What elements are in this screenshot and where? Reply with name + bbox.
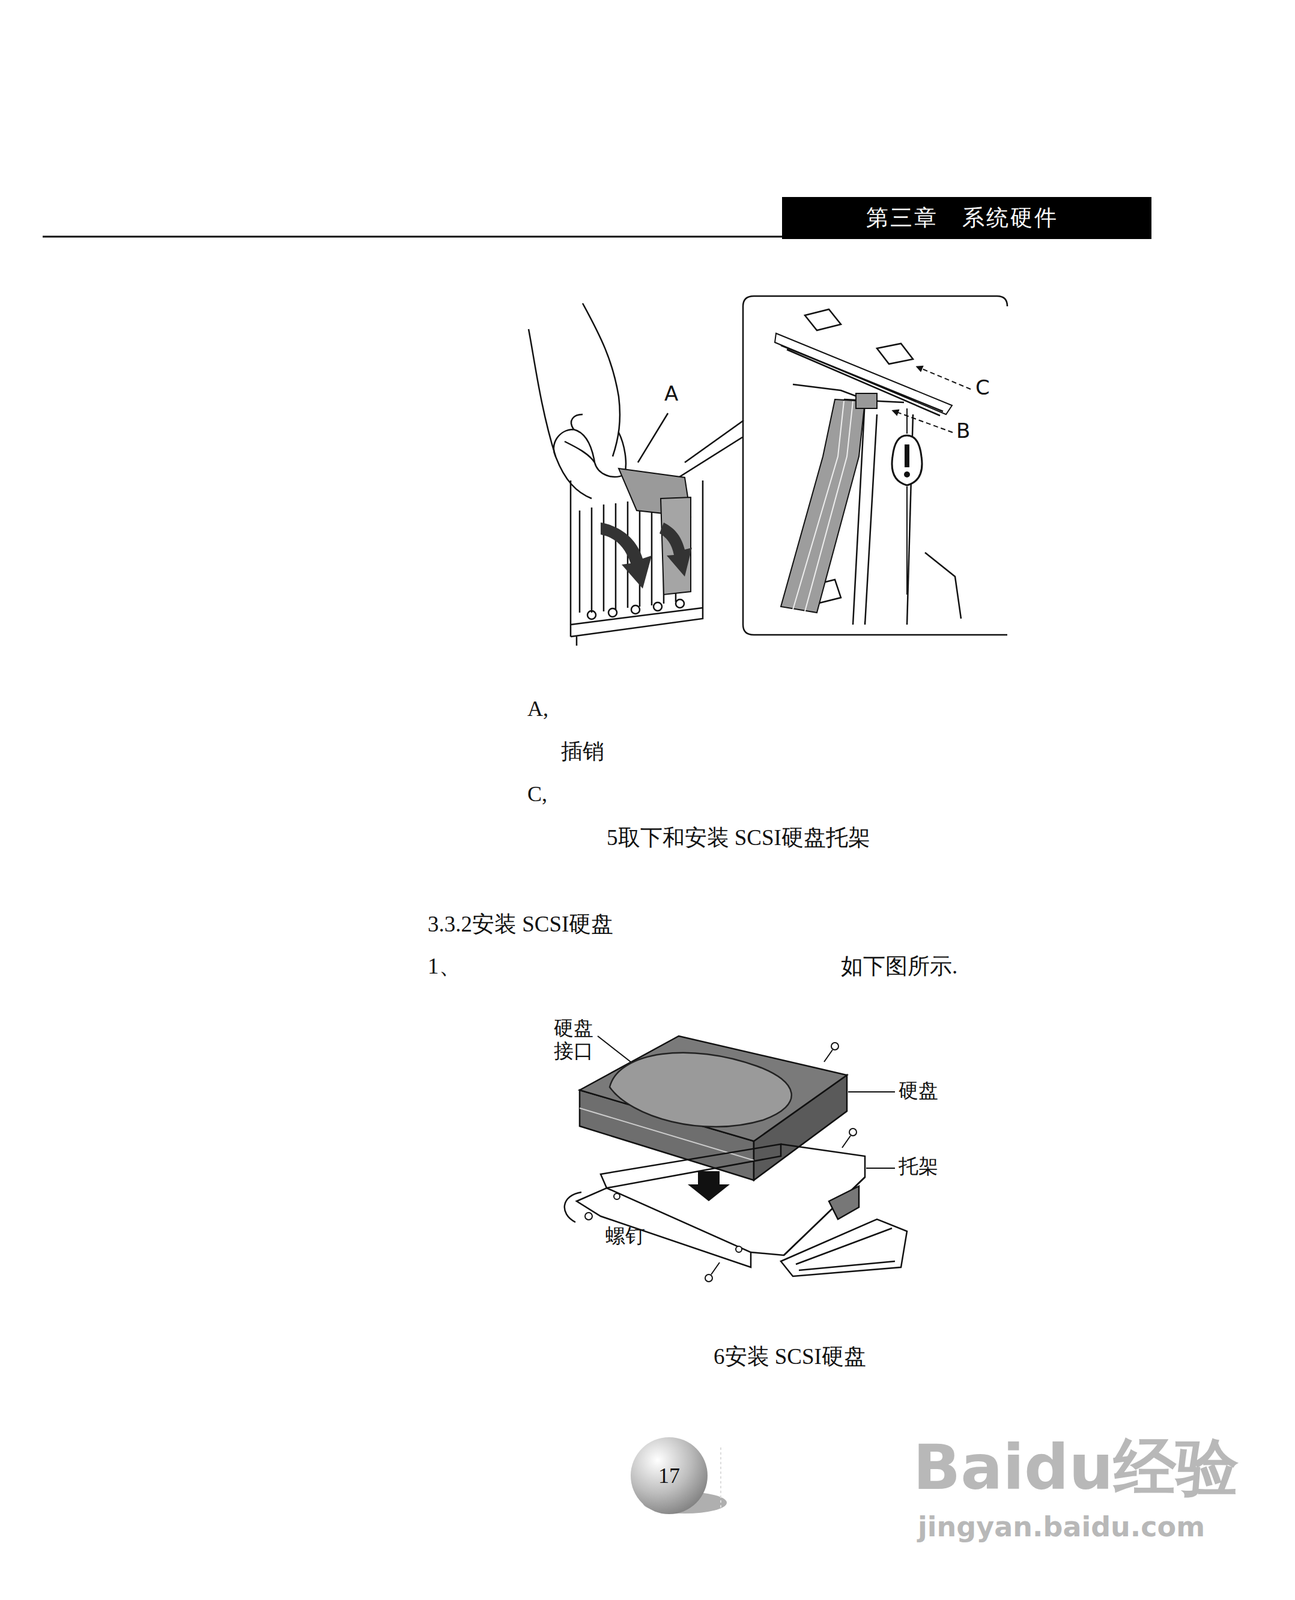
chapter-header-bar: 第三章 系统硬件 — [782, 197, 1152, 240]
part-label: 螺钉 — [605, 1225, 646, 1249]
ribbon-cable — [780, 393, 877, 613]
part-label: 硬盘接口 — [553, 1017, 594, 1064]
figure-caption: 6安装 SCSI硬盘 — [713, 1344, 867, 1371]
header-rule — [42, 236, 783, 238]
callout-letter: A — [664, 382, 679, 406]
screws — [585, 1042, 857, 1282]
callout-letter: C — [975, 376, 990, 400]
watermark-url: jingyan.baidu.com — [917, 1511, 1205, 1544]
part-label: 硬盘 — [898, 1079, 939, 1103]
legend-key: C, — [527, 782, 548, 807]
part-label: 托架 — [898, 1155, 939, 1179]
body-text: 如下图所示. — [840, 953, 958, 980]
page-number-mark — [720, 1447, 722, 1508]
page-number-ball: 17 — [630, 1437, 708, 1515]
bracket-figure — [528, 303, 744, 646]
down-arrow — [687, 1171, 730, 1202]
page-number: 17 — [658, 1463, 680, 1489]
step-number: 1、 — [427, 953, 462, 980]
callout-letter: B — [956, 419, 971, 443]
latch-parts — [600, 468, 692, 595]
chapter-title: 第三章 系统硬件 — [866, 203, 1059, 234]
section-heading: 3.3.2安装 SCSI硬盘 — [427, 911, 614, 938]
figure-caption: 5取下和安装 SCSI硬盘托架 — [606, 825, 871, 852]
legend-key: A, — [527, 696, 549, 722]
warning-symbol — [891, 408, 922, 595]
hard-disk — [579, 1036, 847, 1181]
legend-text: 插销 — [561, 739, 605, 765]
drive-tray — [564, 1144, 907, 1277]
detail-panel — [743, 296, 1008, 635]
figure6-leaders — [597, 1036, 895, 1169]
watermark: Baidu经验 — [912, 1431, 1239, 1505]
